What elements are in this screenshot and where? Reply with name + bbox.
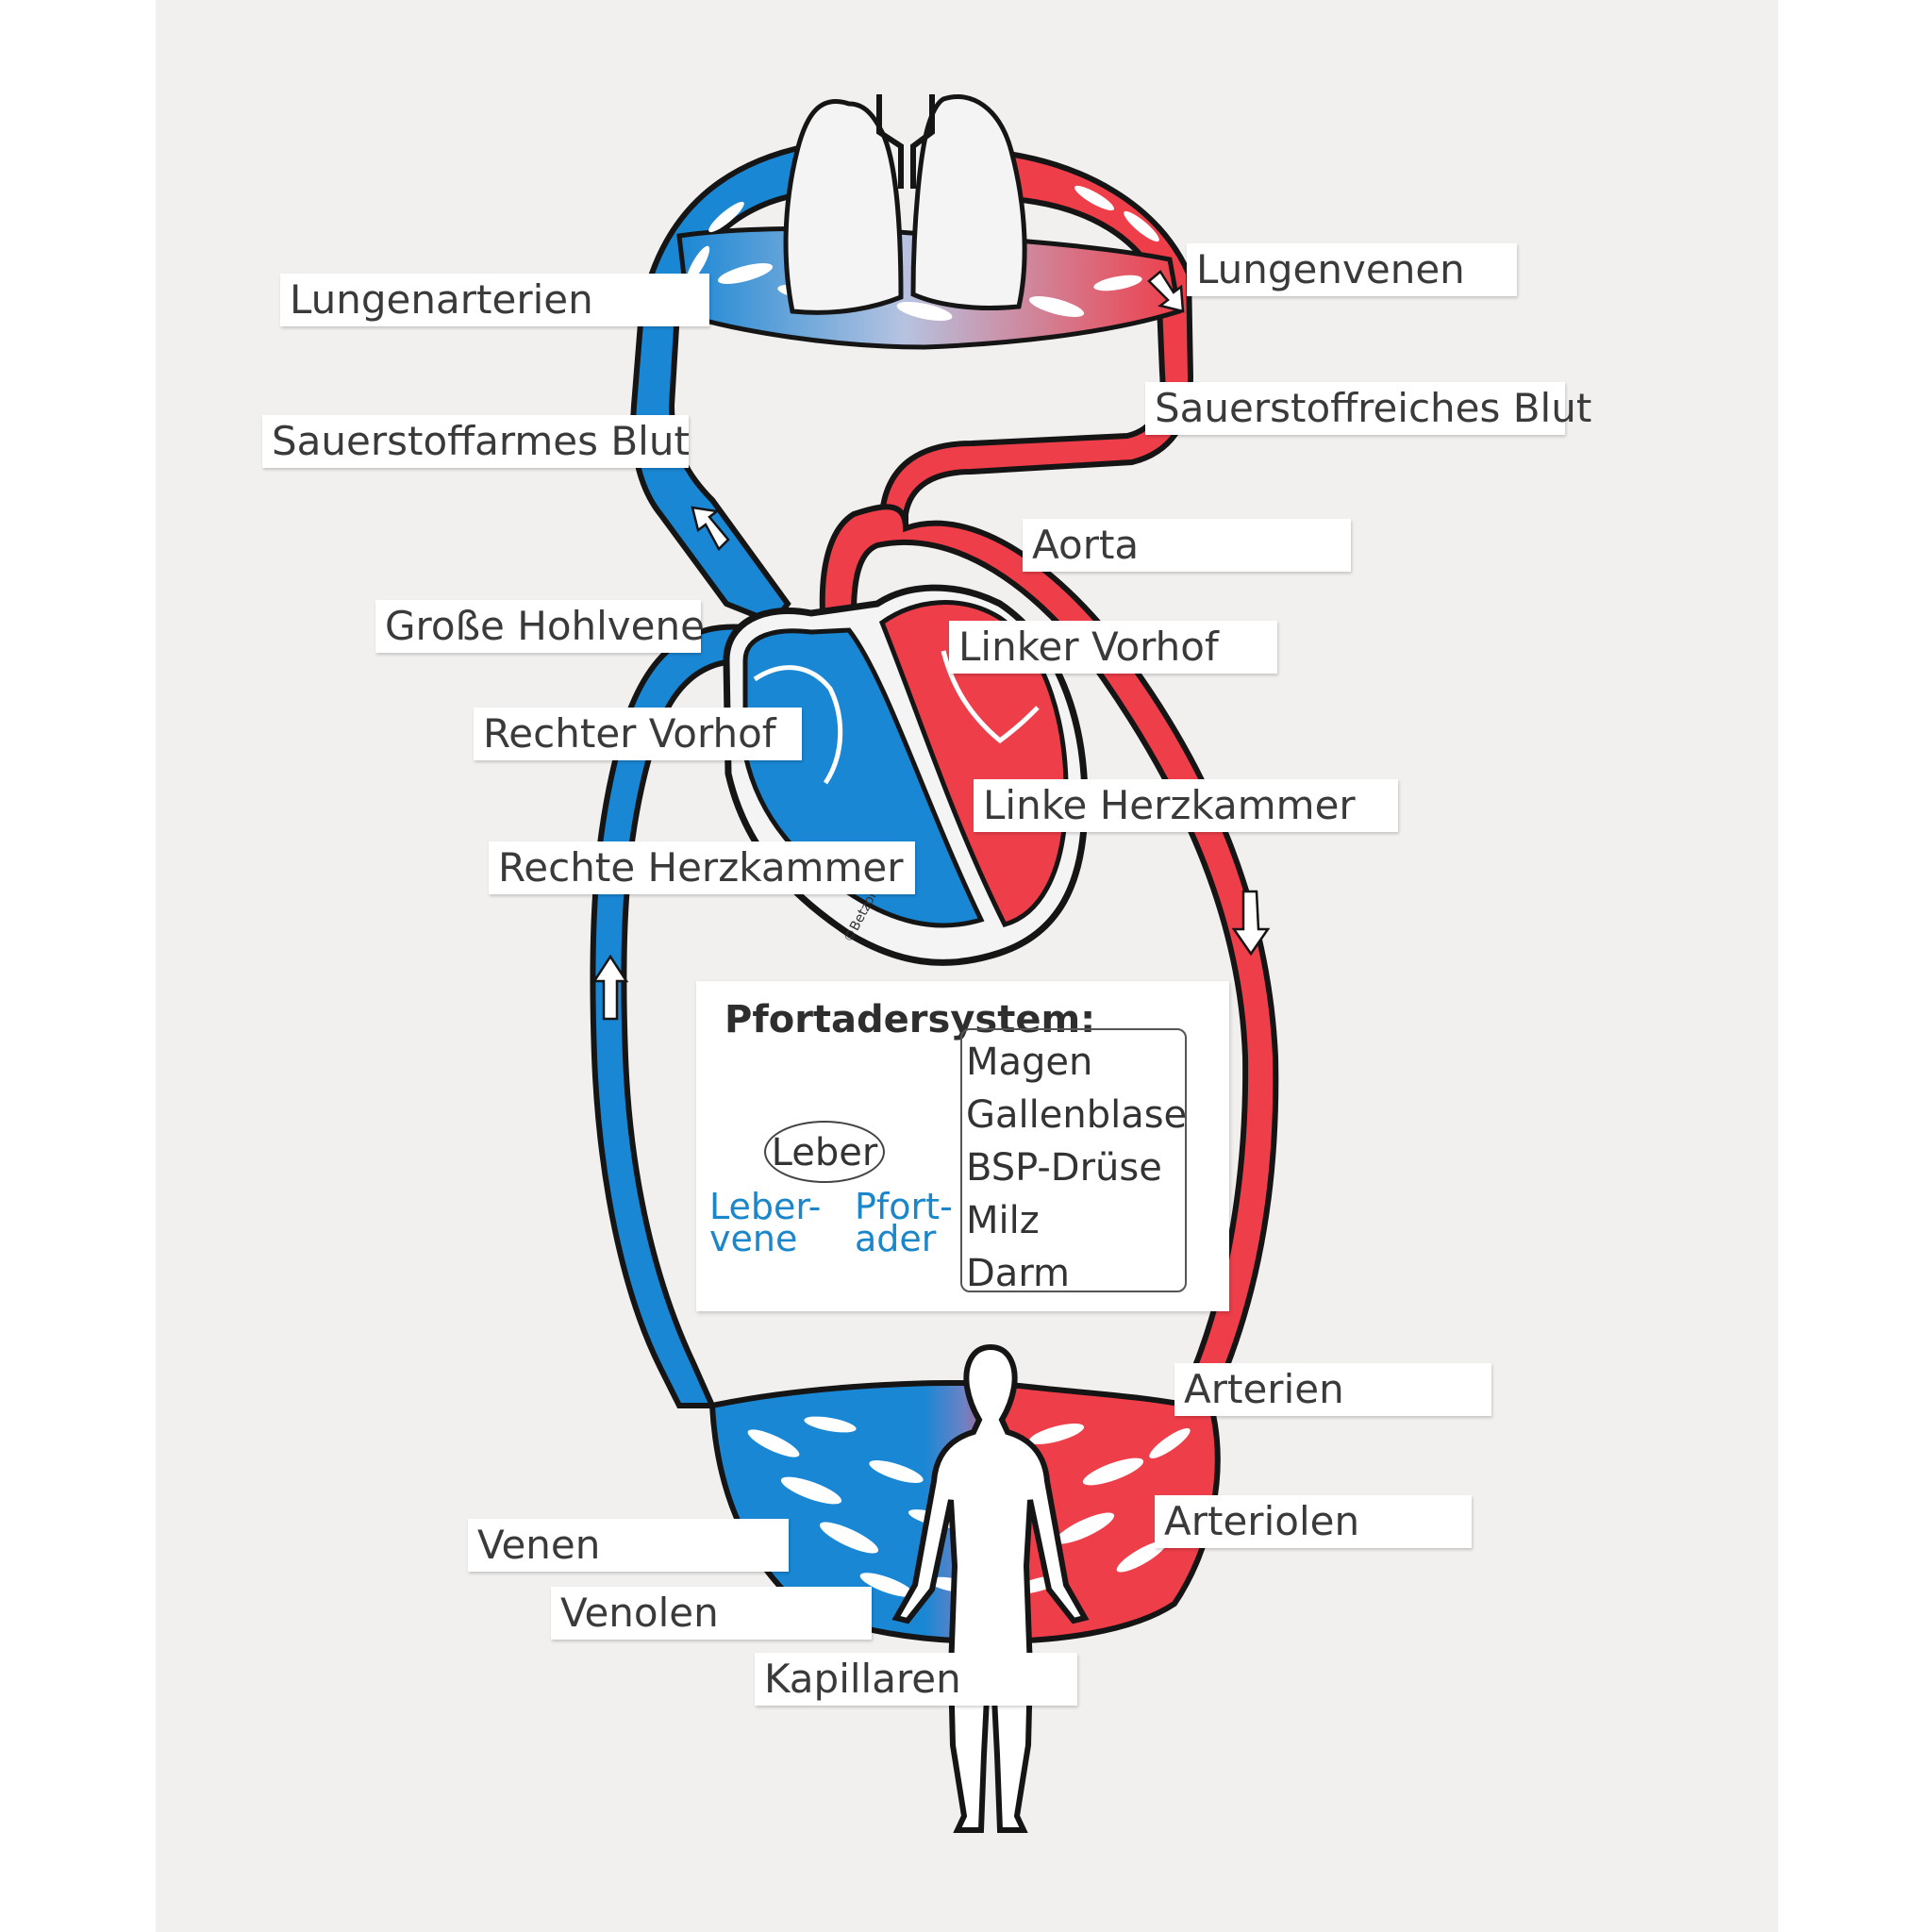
leber-oval: Leber bbox=[764, 1121, 885, 1183]
pfortadersystem-card: Pfortadersystem: Magen Gallenblase BSP-D… bbox=[696, 981, 1229, 1311]
flow-arrows bbox=[591, 270, 1271, 1021]
pfortader-label: Pfort- ader bbox=[855, 1186, 953, 1259]
label-linker-vorhof: Linker Vorhof bbox=[949, 621, 1277, 674]
label-kapillaren: Kapillaren bbox=[755, 1653, 1077, 1706]
label-aorta: Aorta bbox=[1023, 519, 1351, 572]
organ-item: Darm bbox=[966, 1252, 1071, 1295]
label-grosse-hohlvene: Große Hohlvene bbox=[375, 600, 705, 653]
right-lung bbox=[910, 93, 1027, 311]
arrow-artery-down-icon bbox=[1231, 890, 1271, 957]
label-lungenarterien: Lungenarterien bbox=[280, 274, 709, 326]
arrow-pulmonary-artery-icon bbox=[691, 506, 730, 552]
label-sauerstoffreiches-blut: Sauerstoffreiches Blut bbox=[1145, 382, 1591, 435]
arrow-pulmonary-vein-icon bbox=[1147, 270, 1185, 313]
heart-valve-lines bbox=[753, 650, 1040, 785]
label-rechter-vorhof: Rechter Vorhof bbox=[474, 708, 802, 760]
label-venen: Venen bbox=[468, 1519, 789, 1572]
lebervene-label: Leber- vene bbox=[709, 1186, 822, 1259]
label-arteriolen: Arteriolen bbox=[1155, 1495, 1472, 1548]
label-venolen: Venolen bbox=[551, 1587, 872, 1640]
organ-item: BSP-Drüse bbox=[966, 1146, 1162, 1190]
label-arterien: Arterien bbox=[1174, 1363, 1491, 1416]
label-lungenvenen: Lungenvenen bbox=[1187, 243, 1517, 296]
label-linke-herzkammer: Linke Herzkammer bbox=[974, 779, 1398, 832]
arrow-vein-up-icon bbox=[591, 954, 629, 1021]
pfortader-organ-list: Magen Gallenblase BSP-Drüse Milz Darm bbox=[960, 1028, 1188, 1295]
organ-item: Magen bbox=[966, 1041, 1093, 1084]
organ-item: Milz bbox=[966, 1199, 1040, 1242]
trachea bbox=[876, 94, 935, 189]
organ-item: Gallenblase bbox=[966, 1093, 1188, 1137]
vena-cava-and-veins bbox=[590, 624, 748, 1408]
pfortadersystem-title: Pfortadersystem: bbox=[724, 998, 1096, 1041]
label-rechte-herzkammer: Rechte Herzkammer bbox=[489, 841, 915, 894]
label-sauerstoffarmes-blut: Sauerstoffarmes Blut bbox=[262, 415, 690, 468]
